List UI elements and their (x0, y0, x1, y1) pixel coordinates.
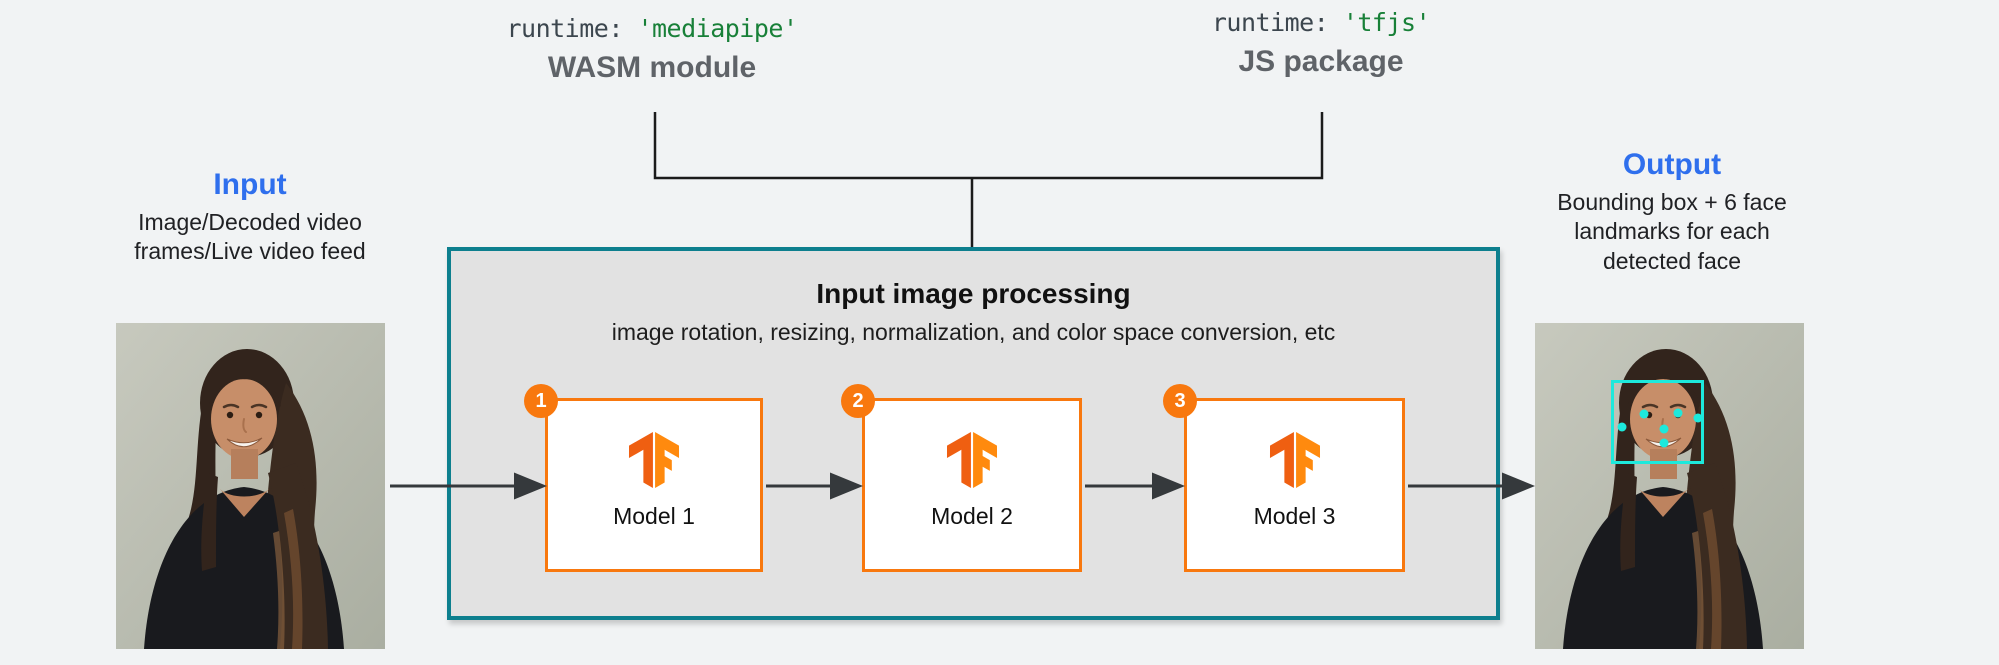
output-label-block: Output Bounding box + 6 face landmarks f… (1522, 148, 1822, 276)
model-1-box: 1 Model 1 (524, 384, 763, 572)
output-description: Bounding box + 6 face landmarks for each… (1557, 189, 1787, 274)
tensorflow-logo-icon (946, 432, 998, 488)
runtime-code-value: 'tfjs' (1342, 8, 1431, 37)
face-landmark-dot-left-ear (1617, 422, 1627, 432)
model-2-box: 2 Model 2 (841, 384, 1082, 572)
tensorflow-logo-icon (628, 432, 680, 488)
person-portrait (116, 323, 385, 649)
processing-subtitle: image rotation, resizing, normalization,… (611, 319, 1336, 345)
processing-title: Input image processing (816, 278, 1131, 309)
output-photo (1535, 323, 1804, 649)
js-package-caption: JS package (1238, 45, 1404, 78)
runtime-code-prefix: runtime: (506, 14, 638, 43)
face-landmark-dot-nose (1659, 424, 1669, 434)
model-2-label: Model 2 (931, 503, 1013, 529)
processing-title-block: Input image processing image rotation, r… (447, 278, 1500, 346)
wasm-module-caption: WASM module (547, 51, 757, 84)
face-landmark-dot-left-eye (1639, 409, 1649, 419)
step-badge-1: 1 (524, 384, 558, 418)
person-portrait (1535, 323, 1804, 649)
runtime-mediapipe-code: runtime: 'mediapipe' (432, 14, 872, 43)
input-photo (116, 323, 385, 649)
runtime-code-prefix: runtime: (1211, 8, 1343, 37)
input-label-block: Input Image/Decoded video frames/Live vi… (100, 168, 400, 267)
runtime-mediapipe-group: runtime: 'mediapipe' WASM module (432, 14, 872, 85)
face-landmark-dot-right-eye (1673, 408, 1683, 418)
model-3-box: 3 Model 3 (1163, 384, 1405, 572)
face-landmark-dot-right-ear (1693, 413, 1703, 423)
step-badge-3: 3 (1163, 384, 1197, 418)
tensorflow-logo-icon (1269, 432, 1320, 488)
input-description: Image/Decoded video frames/Live video fe… (134, 209, 366, 265)
model-3-label: Model 3 (1253, 503, 1336, 529)
face-landmark-dot-mouth (1659, 438, 1669, 448)
input-title: Input (213, 168, 287, 201)
model-1-label: Model 1 (613, 503, 695, 529)
output-title: Output (1622, 148, 1722, 181)
runtime-code-value: 'mediapipe' (637, 14, 798, 43)
face-bounding-box (1611, 380, 1704, 464)
runtime-tfjs-code: runtime: 'tfjs' (1101, 8, 1541, 37)
runtime-bracket-line (653, 112, 1324, 180)
step-badge-2: 2 (841, 384, 875, 418)
runtime-tfjs-group: runtime: 'tfjs' JS package (1101, 8, 1541, 79)
